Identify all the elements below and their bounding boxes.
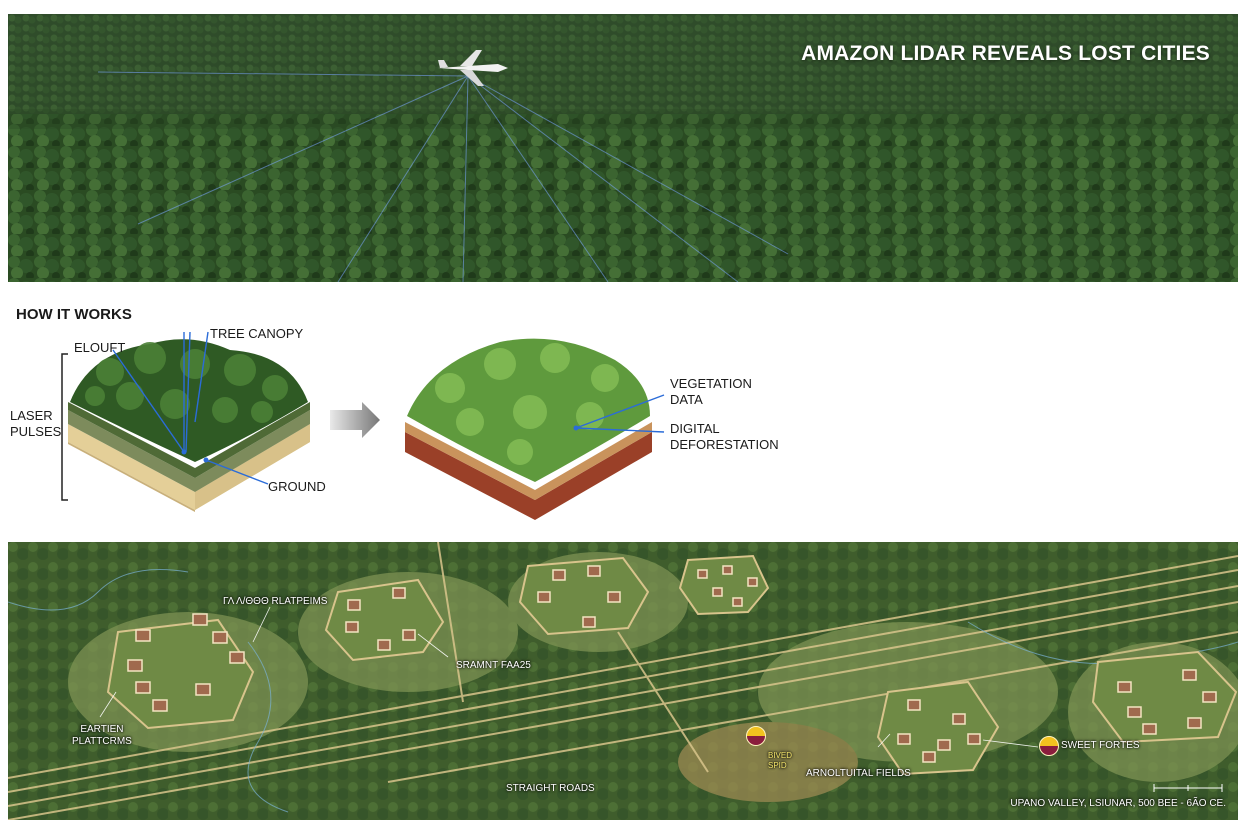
digital-deforestation-block: [405, 338, 665, 520]
map-footer-caption: UPANO VALLEY, LSIUNAR, 500 BEE - 6ÃO CE.: [1010, 798, 1226, 809]
vegetation-data-label: VEGETATION DATA: [670, 376, 752, 407]
site-marker-icon: [746, 726, 766, 746]
agricultural-fields-label: ARNOLTUITAL FIELDS: [806, 768, 911, 779]
sweet-fortes-label: SWEET FORTES: [1061, 740, 1140, 751]
sweet-fortes-marker-icon: [1039, 736, 1059, 756]
straight-roads: [8, 542, 1238, 820]
section-title: HOW IT WORKS: [16, 306, 132, 323]
platform-clusters: [106, 554, 1238, 776]
arrow-right-icon: [330, 402, 380, 438]
scale-bar: [1153, 784, 1223, 792]
small-label-1: BIVED: [768, 751, 793, 760]
diagram-graphics: [61, 331, 665, 520]
settlement-map-panel: ΓΛ Λ/ΘΘΘ RLATPEIMS EARTIEN PLATTCRMS SRA…: [8, 542, 1238, 820]
laser-beams: [97, 71, 789, 282]
earthen-platforms: [127, 565, 1217, 763]
straight-roads-label: STRAIGHT ROADS: [506, 783, 595, 794]
forest-canopy-image: [8, 14, 1238, 282]
airplane-icon: [438, 50, 508, 86]
settlement-map: [8, 542, 1238, 820]
platforms-top-label: ΓΛ Λ/ΘΘΘ RLATPEIMS: [223, 596, 328, 607]
digital-deforestation-label: DIGITAL DEFORESTATION: [670, 421, 779, 452]
aerial-forest-panel: AMAZON LIDAR REVEALS LOST CITIES: [8, 14, 1238, 282]
earthen-platforms-label: EARTIEN PLATTCRMS: [72, 724, 132, 747]
small-label-2: SPID: [768, 761, 787, 770]
lidar-canopy-block: [68, 331, 310, 512]
page-title: AMAZON LIDAR REVEALS LOST CITIES: [801, 42, 1210, 65]
how-it-works-diagram: HOW IT WORKS: [0, 292, 1248, 532]
ground-label: GROUND: [268, 479, 326, 494]
elouft-label: ELOUFT: [74, 340, 126, 355]
sramnt-label: SRAMNT FAA25: [456, 660, 531, 671]
laser-pulses-label: LASER PULSES: [10, 408, 62, 439]
tree-canopy-label: TREE CANOPY: [210, 326, 304, 341]
